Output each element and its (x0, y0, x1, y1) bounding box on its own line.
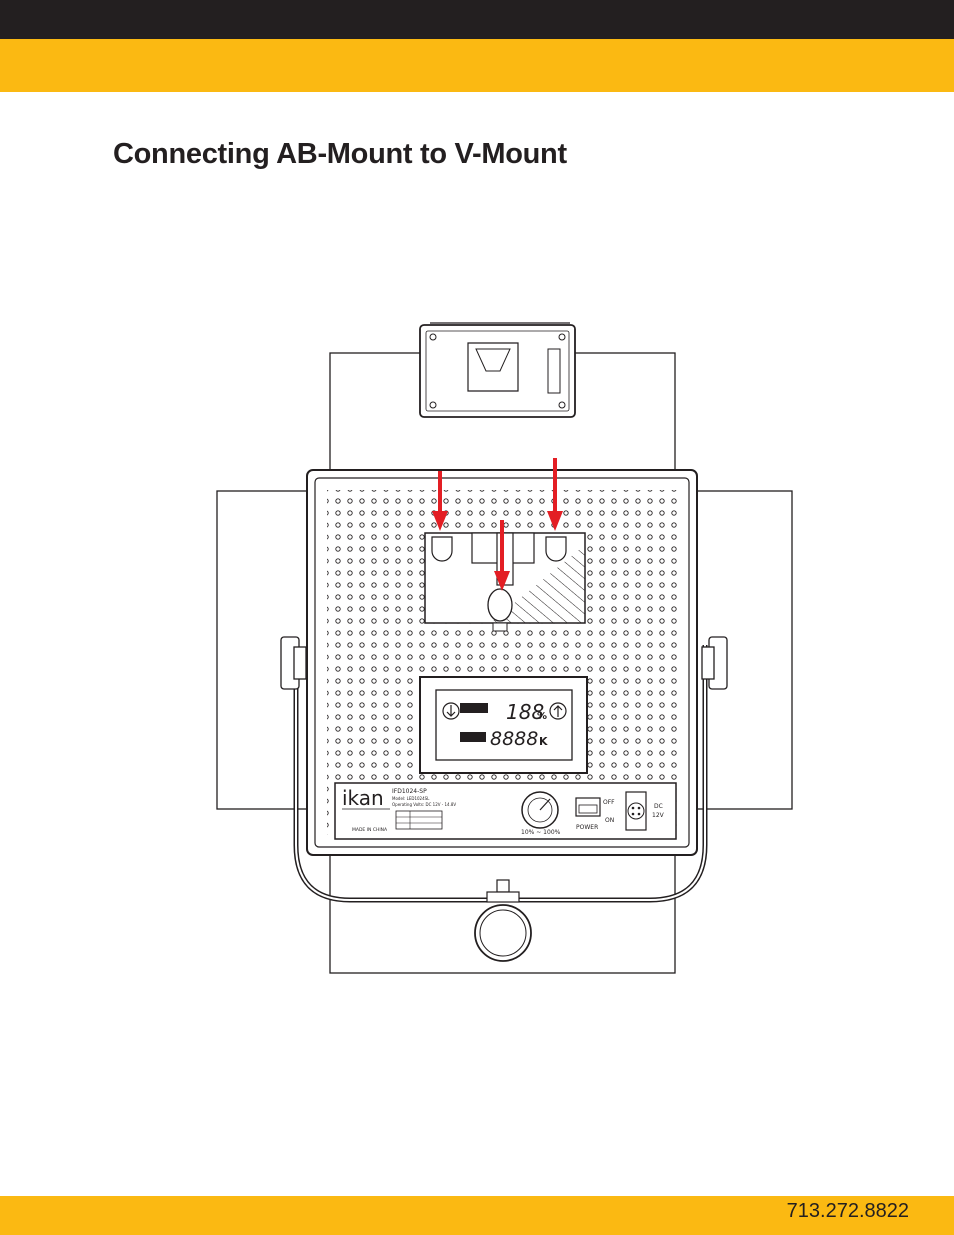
knob-right (701, 636, 728, 690)
power-label: POWER (576, 824, 598, 831)
switch-off-label: OFF (603, 799, 615, 806)
display-kelvin-unit: K (539, 735, 548, 748)
display-kelvin: 8888 (490, 728, 538, 750)
phone-number: 713.272.8822 (786, 1200, 909, 1222)
bottom-yellow-bar (0, 1196, 954, 1235)
model-line: Model: LED1024SL (392, 796, 430, 801)
knob-left (280, 636, 307, 690)
v-mount-plate (419, 322, 576, 418)
voltage-line: Operating Volts: DC 12V - 14.8V (392, 802, 456, 807)
top-dark-bar (0, 0, 954, 39)
made-in-label: MADE IN CHINA (352, 827, 388, 833)
bottom-knob (474, 879, 532, 962)
control-strip: ikan IFD1024-SP Model: LED1024SL Operati… (334, 782, 677, 840)
switch-on-label: ON (605, 817, 614, 824)
red-arrows (432, 458, 563, 591)
model-name: IFD1024-SP (392, 788, 427, 795)
page-title: Connecting AB-Mount to V-Mount (113, 138, 567, 170)
display-percent-unit: % (537, 711, 547, 722)
dc-label: DC (654, 803, 663, 810)
top-yellow-bar (0, 39, 954, 92)
dimmer-range: 10% ~ 100% (521, 829, 561, 836)
display-percent: 188 (506, 700, 544, 724)
lcd-display: 188 % 8888 K (419, 676, 588, 774)
dc-volts-label: 12V (652, 812, 665, 819)
mounting-diagram: 188 % 8888 K ikan IFD1024-SP Model: LED1… (216, 322, 793, 974)
brand-logo: ikan (342, 786, 384, 810)
